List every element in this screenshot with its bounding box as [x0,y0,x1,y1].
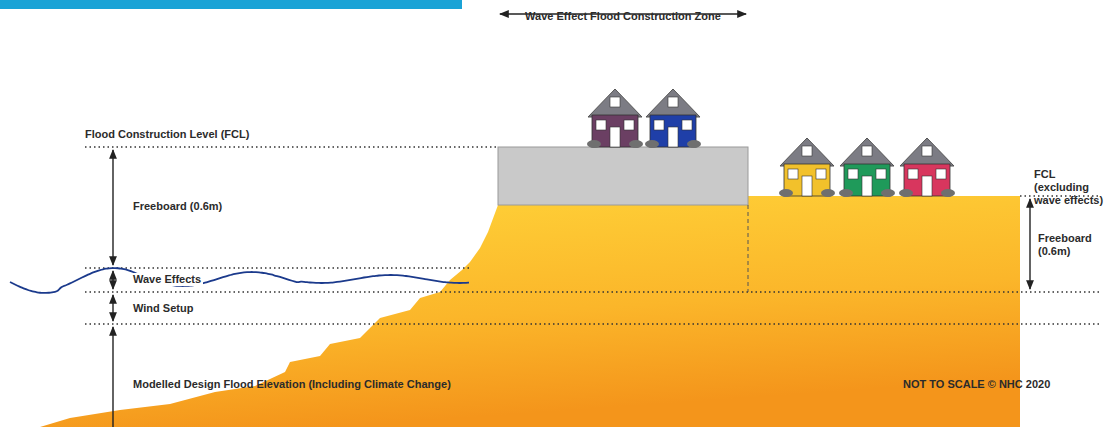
zone-title: Wave Effect Flood Construction Zone [525,10,721,23]
freeboard-label: Freeboard (0.6m) [1038,232,1104,258]
house-icon [839,138,895,197]
house-icon [899,138,955,197]
freeboard-label: Freeboard (0.6m) [133,200,222,213]
dimension-arrows [113,14,1030,427]
flood-elevation-label: Modelled Design Flood Elevation (Includi… [133,378,451,391]
wind-label: Wind Setup [133,302,193,315]
houses [587,89,955,197]
zone-boundary [748,205,749,292]
header-band [0,0,462,9]
fill-platform [498,147,748,205]
wave-line [10,268,469,293]
copyright-note: NOT TO SCALE © NHC 2020 [903,378,1050,391]
level-label: Flood Construction Level (FCL) [85,128,249,141]
house-icon [779,138,835,197]
wave-label: Wave Effects [131,273,203,286]
house-icon [645,89,701,148]
reference-lines [85,147,1100,324]
ground [40,196,1020,427]
house-icon [587,89,643,148]
level-label: FCL (excluding wave effects) [1034,168,1108,207]
